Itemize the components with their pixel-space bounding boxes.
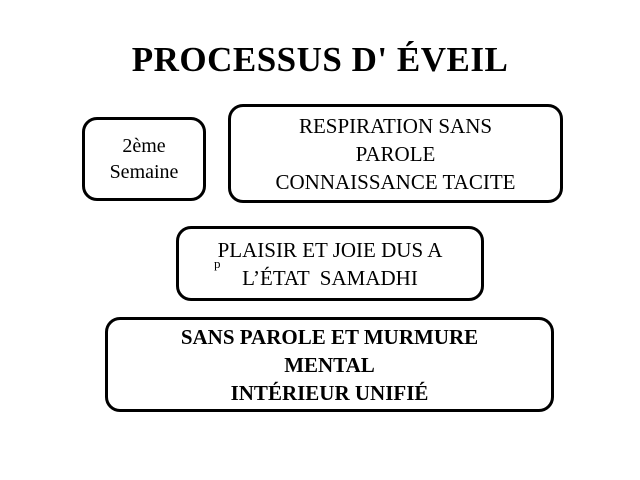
box-respiration-line-3: CONNAISSANCE TACITE xyxy=(275,169,516,194)
box-murmure-line-1: SANS PAROLE ET MURMURE xyxy=(180,324,479,349)
box-plaisir-line-1: PLAISIR ET JOIE DUS A xyxy=(217,237,443,262)
box-respiration-sans-parole: RESPIRATION SANS PAROLE CONNAISSANCE TAC… xyxy=(228,104,563,203)
box-respiration-line-2: PAROLE xyxy=(355,141,436,166)
box-sans-parole-et-murmure: SANS PAROLE ET MURMURE MENTAL INTÉRIEUR … xyxy=(105,317,554,412)
box-deuxieme-semaine: 2ème Semaine xyxy=(82,117,206,201)
box-plaisir-et-joie: PLAISIR ET JOIE DUS A L’ÉTAT SAMADHI p xyxy=(176,226,484,301)
box-murmure-line-3: INTÉRIEUR UNIFIÉ xyxy=(230,380,429,405)
box-murmure-line-2: MENTAL xyxy=(284,352,375,377)
box-respiration-line-1: RESPIRATION SANS xyxy=(298,113,493,138)
box-week-line-2: Semaine xyxy=(109,161,179,183)
box-week-line-1: 2ème xyxy=(122,135,166,157)
page-title: PROCESSUS D' ÉVEIL xyxy=(131,40,509,79)
box-plaisir-line-2: L’ÉTAT SAMADHI xyxy=(242,265,418,290)
